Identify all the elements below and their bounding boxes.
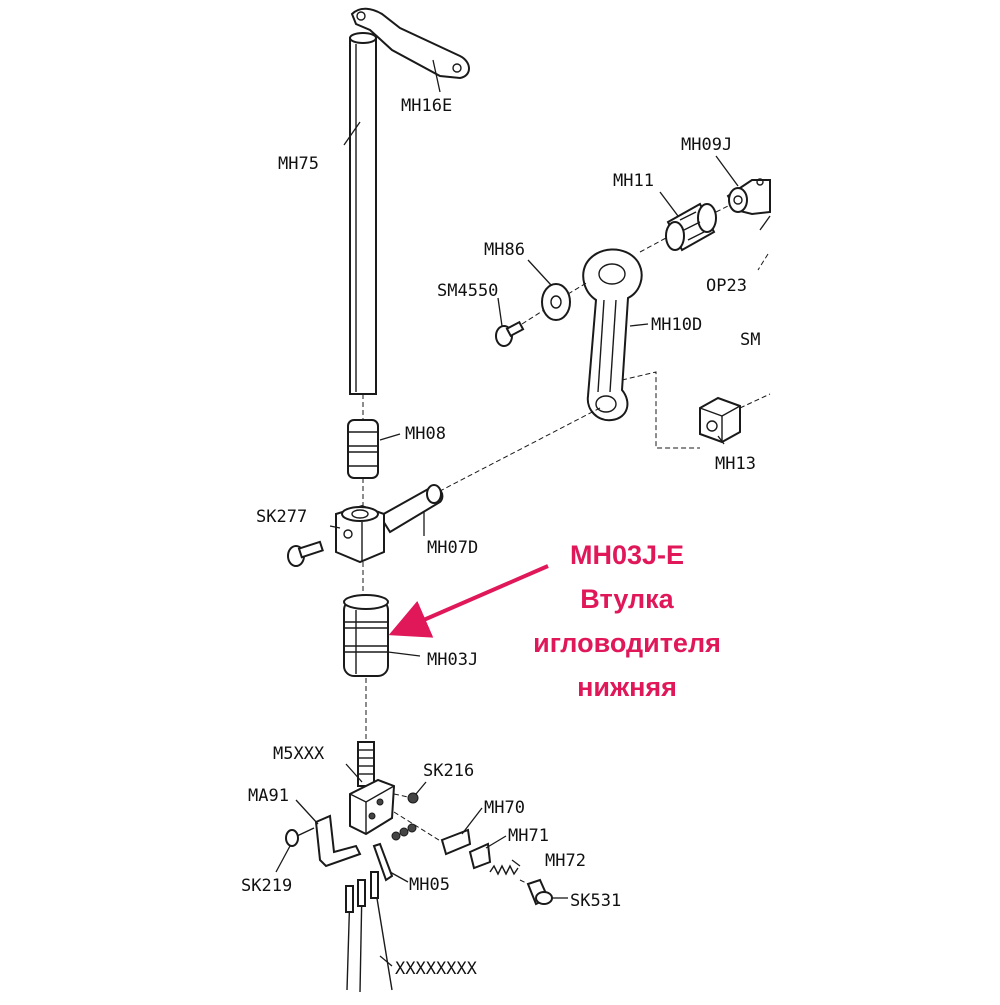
label-mh08: MH08 (405, 424, 446, 444)
needle-holder-assembly (349, 741, 396, 836)
mh05-needle-clamp (372, 842, 394, 882)
mh08-bushing (347, 419, 379, 479)
mh11-needle-bearing (665, 202, 717, 252)
label-mh72: MH72 (545, 851, 586, 871)
mh10d-connecting-rod (582, 248, 643, 422)
label-mh75: MH75 (278, 154, 319, 174)
label-mh11: MH11 (613, 171, 654, 191)
needles (345, 871, 393, 993)
label-mh16e: MH16E (401, 96, 452, 116)
label-mh05: MH05 (409, 875, 450, 895)
mh13-block (699, 396, 741, 444)
label-m5xxx: M5XXX (273, 744, 325, 764)
small-screws (391, 823, 417, 841)
label-mh09j: MH09J (681, 135, 732, 155)
leader-lines (275, 59, 739, 967)
label-mh86: MH86 (484, 240, 525, 260)
mh07d-needle-bar-clamp (335, 484, 444, 564)
label-sm: SM (740, 330, 760, 350)
sk219-screw (285, 827, 315, 847)
mh72-spring (489, 864, 519, 876)
label-sk531: SK531 (570, 891, 621, 911)
sm4550-screw (495, 320, 525, 347)
label-sk216: SK216 (423, 761, 474, 781)
sk531-screw (526, 878, 553, 906)
label-sk219: SK219 (241, 876, 292, 896)
mh71-plate (468, 842, 492, 870)
label-mh71: MH71 (508, 826, 549, 846)
label-sm4550: SM4550 (437, 281, 498, 301)
mh75-needle-bar (349, 32, 377, 395)
label-sk277: SK277 (256, 507, 307, 527)
highlight-arrow (388, 564, 549, 638)
mh16e-lever (350, 7, 470, 80)
label-xxxxxxxx: XXXXXXXX (395, 959, 478, 979)
mh03j-lower-needle-bar-bushing (343, 594, 389, 677)
sk216-screw (407, 792, 419, 804)
label-mh10d: MH10D (651, 315, 702, 335)
highlight-code: MH03J-E (570, 540, 684, 570)
sk277-screw (287, 540, 324, 567)
highlight-line1: Втулка (580, 584, 674, 614)
label-op23: OP23 (706, 276, 747, 296)
label-mh13: MH13 (715, 454, 756, 474)
ma91-bracket (314, 814, 362, 868)
label-mh70: MH70 (484, 798, 525, 818)
label-mh07d: MH07D (427, 538, 478, 558)
mh70-plate (440, 828, 472, 856)
highlight-line2: игловодителя (533, 628, 721, 658)
highlight-line3: нижняя (577, 672, 677, 702)
mh09j-crank (726, 178, 771, 216)
mh86-washer (541, 283, 571, 321)
label-ma91: MA91 (248, 786, 289, 806)
label-mh03j: MH03J (427, 650, 478, 670)
